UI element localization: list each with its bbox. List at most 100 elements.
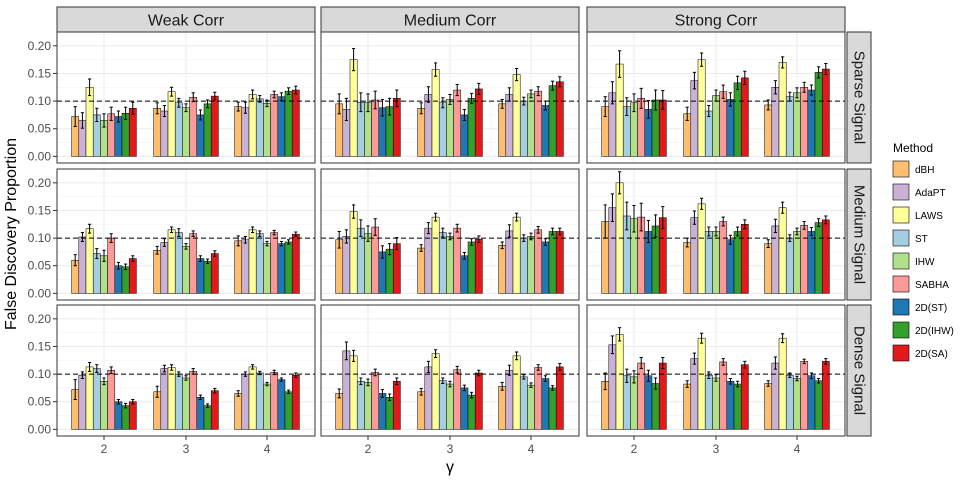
bar-ST xyxy=(92,253,101,294)
x-tick-label: 4 xyxy=(794,442,801,456)
bar-SABHA xyxy=(107,369,116,430)
bar-LAWS xyxy=(85,366,94,430)
bar-dBH xyxy=(764,104,773,157)
bar-2D(SA) xyxy=(555,231,564,294)
bar-2D(IHW) xyxy=(385,248,394,294)
column-strip xyxy=(56,6,316,33)
bar-dBH xyxy=(498,103,507,157)
bar-2D(IHW) xyxy=(284,391,293,430)
bar-SABHA xyxy=(270,94,279,157)
row-strip xyxy=(846,31,872,164)
bar-ST xyxy=(704,374,713,430)
bar-SABHA xyxy=(189,233,198,294)
bar-2D(IHW) xyxy=(203,103,212,157)
y-tick-label: 0.15 xyxy=(28,66,52,80)
bar-2D(SA) xyxy=(740,224,749,294)
bar-LAWS xyxy=(248,229,257,294)
y-tick-label: 0.10 xyxy=(28,231,52,245)
legend-key-LAWS xyxy=(892,206,910,224)
panel-border xyxy=(320,31,580,164)
bar-AdaPT xyxy=(505,230,514,294)
bar-IHW xyxy=(446,99,454,157)
bar-SABHA xyxy=(453,369,462,430)
bar-IHW xyxy=(793,231,801,294)
bar-dBH xyxy=(417,391,426,430)
bar-2D(IHW) xyxy=(121,266,130,294)
y-axis-title: False Discovery Proportion xyxy=(3,138,20,330)
legend-key-2D(IHW) xyxy=(892,321,910,339)
bar-SABHA xyxy=(107,237,116,294)
bar-LAWS xyxy=(697,59,706,157)
column-strip-label: Strong Corr xyxy=(675,13,758,30)
bar-AdaPT xyxy=(241,107,250,157)
bar-LAWS xyxy=(349,355,358,430)
row-strip-label: Dense Signal xyxy=(851,326,868,415)
bar-dBH xyxy=(153,250,162,294)
bar-2D(SA) xyxy=(474,88,483,157)
panel-border xyxy=(56,31,316,164)
bar-IHW xyxy=(100,381,108,430)
bar-ST xyxy=(356,381,365,430)
bar-dBH xyxy=(417,108,426,157)
bar-LAWS xyxy=(85,87,94,157)
bar-IHW xyxy=(793,378,801,430)
bar-2D(SA) xyxy=(392,243,401,294)
bar-IHW xyxy=(263,243,271,294)
bar-IHW xyxy=(712,377,720,430)
bar-ST xyxy=(255,98,264,157)
bar-LAWS xyxy=(512,216,521,294)
bar-SABHA xyxy=(270,372,279,430)
y-tick-label: 0.15 xyxy=(28,339,52,353)
panel-border xyxy=(586,31,846,164)
bar-dBH xyxy=(153,108,162,157)
bar-2D(SA) xyxy=(210,253,219,294)
bar-LAWS xyxy=(512,355,521,430)
bar-dBH xyxy=(335,393,344,430)
bar-SABHA xyxy=(189,371,198,430)
bar-SABHA xyxy=(189,96,198,157)
bar-ST xyxy=(255,372,264,430)
bar-2D(ST) xyxy=(807,89,816,157)
row-strip xyxy=(846,304,872,437)
bar-2D(SA) xyxy=(128,401,137,430)
legend-key-dBH xyxy=(892,160,910,178)
bar-LAWS xyxy=(512,74,521,157)
bar-LAWS xyxy=(778,337,787,430)
bar-SABHA xyxy=(270,232,279,294)
bar-2D(SA) xyxy=(658,362,667,430)
legend-label: 2D(SA) xyxy=(915,349,948,360)
bar-2D(ST) xyxy=(196,258,205,294)
bar-LAWS xyxy=(167,367,176,430)
bar-dBH xyxy=(417,247,426,294)
bar-ST xyxy=(174,102,183,157)
bar-AdaPT xyxy=(160,110,169,157)
bar-2D(ST) xyxy=(807,375,816,430)
row-strip-label: Medium Signal xyxy=(851,185,868,284)
bar-dBH xyxy=(683,242,692,294)
bar-IHW xyxy=(527,236,535,294)
bar-2D(ST) xyxy=(378,393,387,430)
bar-2D(SA) xyxy=(555,81,564,157)
bar-AdaPT xyxy=(505,369,514,430)
bar-2D(IHW) xyxy=(467,394,476,430)
panel-border xyxy=(586,168,846,301)
bar-2D(ST) xyxy=(277,243,286,294)
bar-dBH xyxy=(498,386,507,430)
bar-AdaPT xyxy=(771,87,780,157)
bar-2D(SA) xyxy=(291,233,300,294)
bar-SABHA xyxy=(371,226,380,294)
bar-2D(SA) xyxy=(210,95,219,157)
x-tick-label: 3 xyxy=(713,442,720,456)
bar-2D(IHW) xyxy=(548,85,557,157)
bar-AdaPT xyxy=(342,236,351,294)
bar-2D(ST) xyxy=(114,401,123,430)
bar-LAWS xyxy=(248,366,257,430)
row-strip-label: Sparse Signal xyxy=(851,51,868,144)
y-tick-label: 0.00 xyxy=(28,422,52,436)
y-tick-label: 0.05 xyxy=(28,395,52,409)
bar-2D(SA) xyxy=(821,68,830,157)
bar-dBH xyxy=(234,106,243,157)
bar-ST xyxy=(519,237,528,294)
bar-SABHA xyxy=(800,87,809,157)
bar-ST xyxy=(519,376,528,430)
